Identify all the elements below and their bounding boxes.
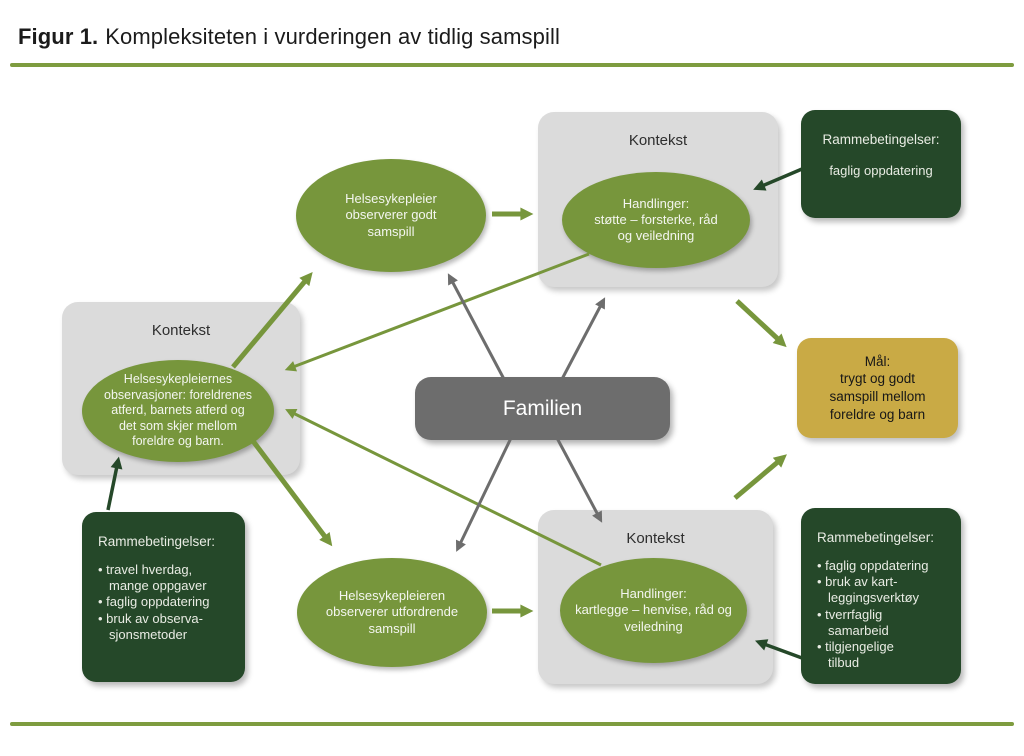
arrow-family-to-good xyxy=(447,273,507,382)
family-box-label: Familien xyxy=(502,396,583,420)
ellipse-observe-challenging-interaction: Helsesykepleieren observerer utfordrende… xyxy=(297,558,487,667)
ellipse-observations: Helsesykepleiernes observasjoner: foreld… xyxy=(82,360,274,462)
list-item: • bruk av kart- leggingsverktøy xyxy=(817,574,920,606)
framework-conditions-top-right: Rammebetingelser: faglig oppdatering xyxy=(801,110,961,218)
framework-bottom-left-heading: Rammebetingelser: xyxy=(98,534,216,549)
arrow-family-to-challenging xyxy=(455,437,513,552)
ellipse-actions-support-text: Handlinger: støtte – forsterke, råd og v… xyxy=(594,195,718,244)
list-item: • bruk av observa- sjonsmetoder xyxy=(98,610,203,642)
figure-title: Figur 1.Kompleksiteten i vurderingen av … xyxy=(18,24,560,50)
top-rule xyxy=(10,63,1014,67)
figure-caption: Kompleksiteten i vurderingen av tidlig s… xyxy=(105,24,560,49)
framework-conditions-bottom-right: Rammebetingelser: • faglig oppdatering •… xyxy=(801,508,961,684)
list-item: • tilgjengelige tilbud xyxy=(817,639,894,671)
list-item: • tverrfaglig samarbeid xyxy=(817,606,889,638)
arrow-family-to-context-bottom xyxy=(555,437,603,523)
list-item: • faglig oppdatering xyxy=(817,557,929,573)
ellipse-observe-good-interaction: Helsesykepleier observerer godt samspill xyxy=(296,159,486,272)
ellipse-observations-text: Helsesykepleiernes observasjoner: foreld… xyxy=(104,371,252,449)
goal-box: Mål: trygt og godt samspill mellom forel… xyxy=(797,338,958,438)
list-item: • travel hverdag, mange oppgaver xyxy=(98,561,207,594)
arrow-context-bottom-to-goal xyxy=(733,454,787,500)
figure-number: Figur 1. xyxy=(18,24,99,49)
context-box-bottom-label: Kontekst xyxy=(626,530,685,547)
framework-bottom-right-list: • faglig oppdatering • bruk av kart- leg… xyxy=(817,558,951,672)
ellipse-actions-map-text: Handlinger: kartlegge – henvise, råd og … xyxy=(575,586,732,634)
context-box-top-label: Kontekst xyxy=(628,132,688,149)
ellipse-actions-support: Handlinger: støtte – forsterke, råd og v… xyxy=(562,172,750,268)
ellipse-observe-good-text: Helsesykepleier observerer godt samspill xyxy=(345,191,437,239)
framework-bottom-right-heading: Rammebetingelser: xyxy=(817,530,935,545)
bottom-rule xyxy=(10,722,1014,726)
list-item: • faglig oppdatering xyxy=(98,594,210,610)
framework-top-right-heading: Rammebetingelser: xyxy=(822,132,940,147)
context-box-left-label: Kontekst xyxy=(151,322,211,339)
framework-bottom-left-list: • travel hverdag, mange oppgaver • fagli… xyxy=(98,562,235,643)
ellipse-observe-challenging-text: Helsesykepleieren observerer utfordrende… xyxy=(325,588,459,636)
framework-conditions-bottom-left: Rammebetingelser: • travel hverdag, mang… xyxy=(82,512,245,682)
arrow-context-top-to-goal xyxy=(735,299,787,348)
ellipse-actions-map: Handlinger: kartlegge – henvise, råd og … xyxy=(560,558,747,663)
framework-top-right-item: faglig oppdatering xyxy=(829,162,933,178)
goal-box-text: Mål: trygt og godt samspill mellom forel… xyxy=(829,353,926,422)
arrow-family-to-context-top xyxy=(559,297,606,382)
family-box: Familien xyxy=(415,377,670,440)
